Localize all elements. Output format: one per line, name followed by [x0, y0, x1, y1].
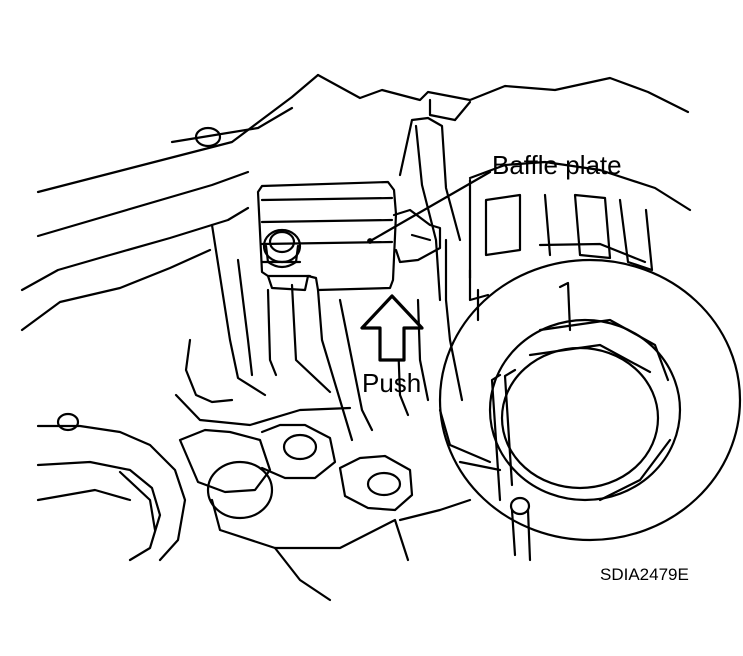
push-label: Push	[362, 368, 422, 398]
center-ribs	[174, 223, 464, 442]
baffle-plate-label: Baffle plate	[492, 150, 622, 180]
baffle-plate	[256, 180, 398, 292]
left-bore	[36, 412, 187, 562]
figure-code-label: SDIA2479E	[600, 565, 689, 584]
up-arrow-icon	[360, 294, 424, 362]
baffle-plate-leader	[367, 170, 492, 244]
lower-bosses	[178, 423, 472, 602]
case-upper-flange	[20, 73, 320, 332]
plate-tab	[392, 208, 442, 264]
right-bore	[438, 258, 742, 562]
bolt-icon	[262, 228, 302, 269]
